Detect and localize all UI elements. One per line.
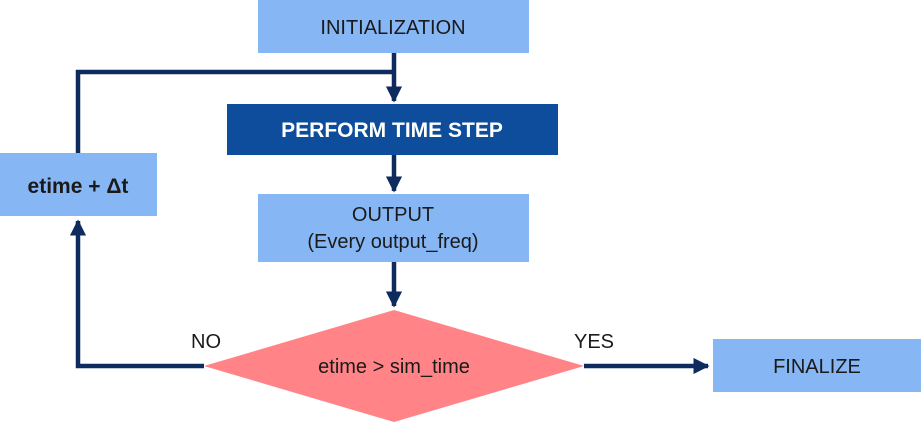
finalize-node: FINALIZE: [713, 339, 921, 392]
increment-box: [0, 153, 157, 216]
yes-label: YES: [574, 331, 614, 353]
initialization-box: [258, 0, 529, 53]
finalize-box: [713, 339, 921, 392]
output-node: OUTPUT (Every output_freq): [258, 194, 529, 262]
initialization-node: INITIALIZATION: [258, 0, 529, 53]
arrow-increment-loop-back: [75, 69, 394, 153]
arrow-decision-no-to-increment: [69, 219, 204, 369]
increment-node: etime + Δt: [0, 153, 157, 216]
perform-time-step-node: PERFORM TIME STEP: [227, 104, 558, 155]
decision-node: etime > sim_time: [204, 310, 584, 422]
output-label: OUTPUT: [352, 204, 434, 226]
increment-label: etime + Δt: [28, 175, 129, 198]
output-frequency-label: (Every output_freq): [307, 231, 478, 253]
connectors: [69, 53, 710, 375]
perform-time-step-box: [227, 104, 558, 155]
decision-label: etime > sim_time: [318, 356, 470, 378]
finalize-label: FINALIZE: [773, 356, 861, 378]
perform-time-step-label: PERFORM TIME STEP: [281, 119, 503, 142]
no-label: NO: [191, 331, 221, 353]
output-box: [258, 194, 529, 262]
decision-diamond: [204, 310, 584, 422]
initialization-label: INITIALIZATION: [320, 17, 465, 39]
